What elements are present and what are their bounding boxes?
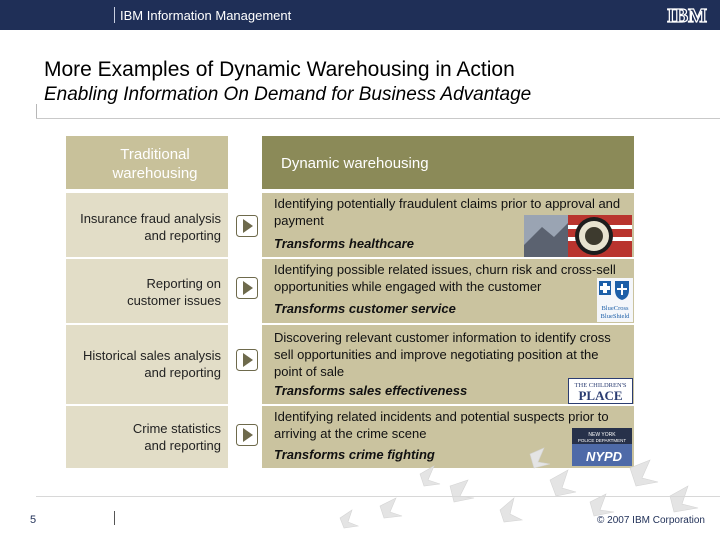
footer-divider	[114, 511, 115, 525]
play-arrow-icon	[236, 424, 258, 446]
traditional-label: Crime statistics and reporting	[132, 421, 221, 453]
svg-text:NEW YORK: NEW YORK	[588, 432, 616, 438]
dynamic-cell: Identifying related incidents and potent…	[262, 404, 634, 468]
header-divider	[114, 7, 115, 23]
traditional-cell: Historical sales analysis and reporting	[66, 323, 228, 404]
copyright: © 2007 IBM Corporation	[597, 515, 705, 526]
traditional-cell: Insurance fraud analysis and reporting	[66, 191, 228, 257]
health-seal-icon	[524, 215, 632, 257]
traditional-cell: Reporting on customer issues	[66, 257, 228, 323]
traditional-header-label: Traditional warehousing	[112, 146, 198, 182]
svg-text:IBM: IBM	[667, 5, 707, 26]
dynamic-description: Identifying possible related issues, chu…	[274, 262, 616, 294]
svg-text:NYPD: NYPD	[586, 449, 623, 464]
dynamic-cell: Discovering relevant customer informatio…	[262, 323, 634, 404]
blue-cross-blue-shield-icon: BlueCross BlueShield	[597, 278, 633, 322]
svg-text:BlueShield: BlueShield	[601, 313, 631, 320]
traditional-cell: Crime statistics and reporting	[66, 404, 228, 468]
traditional-label: Historical sales analysis and reporting	[83, 348, 221, 380]
title-rule-vertical	[36, 104, 37, 119]
slide-title: More Examples of Dynamic Warehousing in …	[44, 58, 515, 81]
play-arrow-icon	[236, 215, 258, 237]
ibm-logo-icon: IBM	[664, 4, 710, 26]
play-arrow-icon	[236, 277, 258, 299]
svg-text:PLACE: PLACE	[578, 388, 622, 403]
outcome-label: Transforms sales effectiveness	[274, 383, 468, 398]
traditional-header: Traditional warehousing	[66, 136, 228, 189]
traditional-label: Insurance fraud analysis and reporting	[80, 211, 221, 243]
header-brand: IBM Information Management	[120, 8, 292, 23]
dynamic-description: Discovering relevant customer informatio…	[274, 330, 611, 379]
nypd-icon: NEW YORK POLICE DEPARTMENT NYPD	[572, 428, 632, 466]
traditional-label: Reporting on customer issues	[127, 276, 221, 308]
outcome-label: Transforms customer service	[274, 301, 456, 316]
outcome-label: Transforms crime fighting	[274, 447, 435, 462]
play-arrow-icon	[236, 349, 258, 371]
top-bar: IBM Information Management IBM	[0, 0, 720, 30]
svg-text:POLICE DEPARTMENT: POLICE DEPARTMENT	[578, 438, 627, 443]
outcome-label: Transforms healthcare	[274, 236, 414, 251]
page-number: 5	[30, 514, 37, 526]
dynamic-header-label: Dynamic warehousing	[281, 155, 429, 172]
childrens-place-icon: THE CHILDREN'S PLACE	[568, 378, 633, 404]
dynamic-description: Identifying potentially fraudulent claim…	[274, 196, 621, 228]
svg-text:THE CHILDREN'S: THE CHILDREN'S	[575, 382, 627, 389]
svg-text:BlueCross: BlueCross	[601, 305, 629, 312]
dynamic-header: Dynamic warehousing	[262, 136, 634, 189]
slide-subtitle: Enabling Information On Demand for Busin…	[44, 84, 532, 105]
dynamic-description: Identifying related incidents and potent…	[274, 409, 609, 441]
footer-rule	[36, 496, 720, 497]
dynamic-cell: Identifying potentially fraudulent claim…	[262, 191, 634, 257]
title-rule	[36, 118, 720, 119]
dynamic-cell: Identifying possible related issues, chu…	[262, 257, 634, 323]
